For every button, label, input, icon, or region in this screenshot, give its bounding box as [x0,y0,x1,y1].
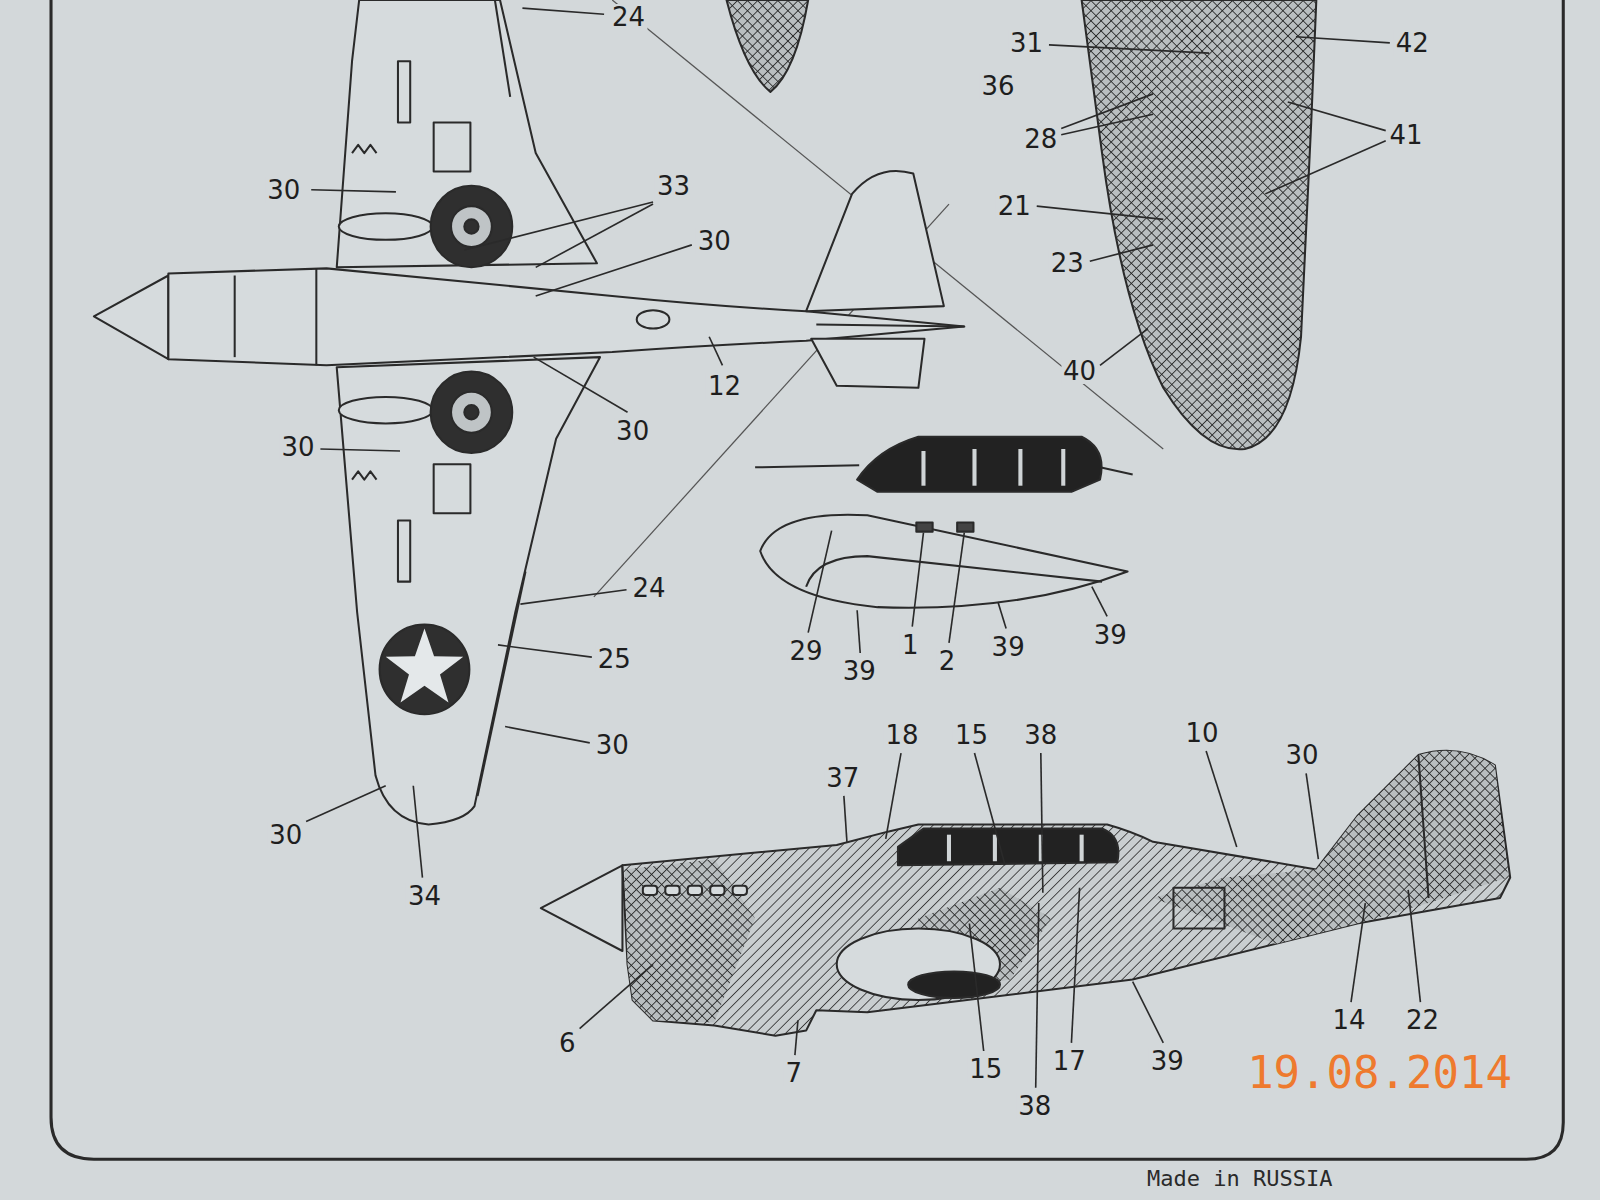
callout-number: 38 [1022,722,1059,748]
origin-note: Made in RUSSIA [1145,1168,1334,1190]
callout-number: 30 [614,418,651,444]
callout-number: 6 [557,1030,578,1056]
callout-number: 39 [841,658,878,684]
callout-number: 30 [696,228,733,254]
upper-wing [1082,0,1317,449]
callout-number: 39 [1092,622,1129,648]
callout-number: 15 [967,1056,1004,1082]
underside-view [94,0,964,824]
side-view [541,751,1510,1036]
callout-number: 36 [979,73,1016,99]
callout-number: 38 [1016,1093,1053,1119]
callout-number: 17 [1051,1048,1088,1074]
callout-number: 40 [1061,358,1098,384]
callout-number: 21 [996,193,1033,219]
callout-number: 41 [1388,122,1425,148]
date-stamp: 19.08.2014 [1245,1051,1514,1095]
callout-number: 18 [883,722,920,748]
leader-lines [306,8,1420,1088]
callout-number: 30 [267,822,304,848]
callout-number: 23 [1049,250,1086,276]
callout-number: 15 [953,722,990,748]
callout-number: 24 [630,575,667,601]
callout-number: 7 [784,1060,805,1086]
callout-number: 31 [1008,30,1045,56]
callout-number: 25 [596,646,633,672]
callout-number: 34 [406,883,443,909]
tail-piece [727,0,809,92]
cockpit-detail [755,437,1133,608]
callout-number: 39 [1149,1048,1186,1074]
callout-number: 24 [610,4,647,30]
callout-number: 30 [594,732,631,758]
callout-number: 1 [900,632,921,658]
callout-number: 33 [655,173,692,199]
callout-number: 2 [937,648,958,674]
callout-number: 37 [824,765,861,791]
callout-number: 39 [990,634,1027,660]
callout-number: 28 [1022,126,1059,152]
callout-number: 12 [706,373,743,399]
callout-number: 42 [1394,30,1431,56]
guide-line [612,0,1163,449]
callout-number: 30 [1283,742,1320,768]
callout-number: 30 [279,434,316,460]
callout-number: 30 [265,177,302,203]
callout-number: 14 [1330,1007,1367,1033]
sheet-frame [51,0,1563,1159]
callout-number: 29 [788,638,825,664]
callout-number: 22 [1404,1007,1441,1033]
callout-number: 10 [1183,720,1220,746]
